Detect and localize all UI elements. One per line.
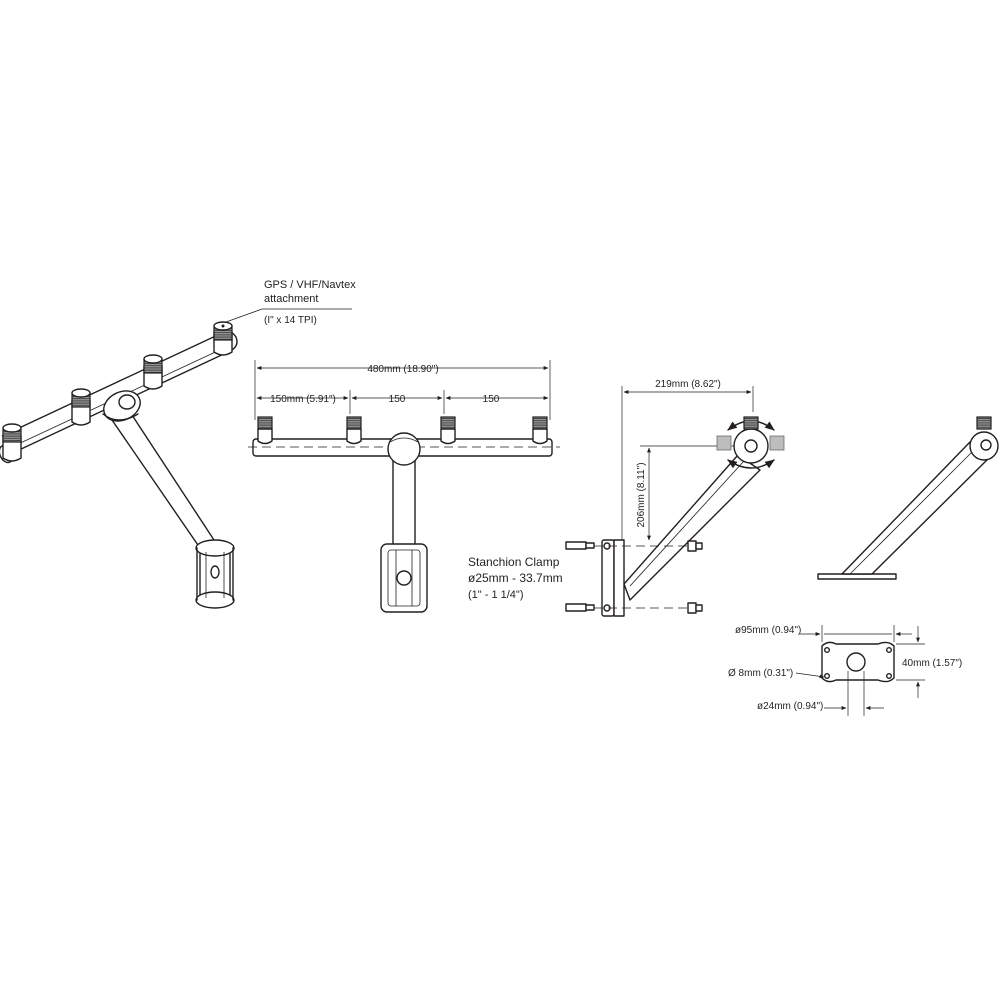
arm-reach-label: 219mm (8.62") [655,379,721,390]
clamp-range-mm: ø25mm - 33.7mm [468,571,563,585]
overall-width-label: 480mm (18.90") [367,364,438,375]
nut-top [687,540,703,552]
front-post-4 [532,416,548,445]
bolt-bottom [565,603,595,612]
base-plate-detail [795,625,925,716]
thread-spec-label: (I" x 14 TPI) [264,315,317,326]
front-post-3 [440,416,456,445]
bolt-top [565,541,595,550]
nut-bottom [687,602,703,614]
spacing-2-label: 150 [389,394,406,405]
support-arm [111,411,215,549]
front-view [248,360,560,613]
stanchion-clamp-iso [195,539,235,609]
post-2 [71,388,91,426]
post-4 [213,321,233,356]
isometric-view [0,308,352,609]
base-height-label: 40mm (1.57") [902,658,962,669]
front-clamp [380,543,428,613]
post-3 [143,354,163,390]
clamp-range-in: (1" - 1 1/4") [468,589,524,601]
front-post-2 [346,416,362,445]
attachment-label-line2: attachment [264,293,318,305]
clamp-title: Stanchion Clamp [468,555,560,569]
hub-knuckle [102,390,141,422]
post-1 [2,423,22,462]
spacing-1-label: 150mm (5.91") [270,394,336,405]
center-hole-label: ø24mm (0.94") [757,701,823,712]
front-hub [387,432,421,547]
hole-diameter-label: Ø 8mm (0.31") [728,668,793,679]
rotation-indicator [716,420,785,469]
attachment-label-line1: GPS / VHF/Navtex [264,279,356,291]
front-post-1 [257,416,273,445]
base-length-label: ø95mm (0.94") [735,625,801,636]
arm-height-label: 206mm (8.11") [636,462,647,527]
spacing-3-label: 150 [483,394,500,405]
side-view [565,386,785,617]
deck-mount-view [817,416,999,580]
